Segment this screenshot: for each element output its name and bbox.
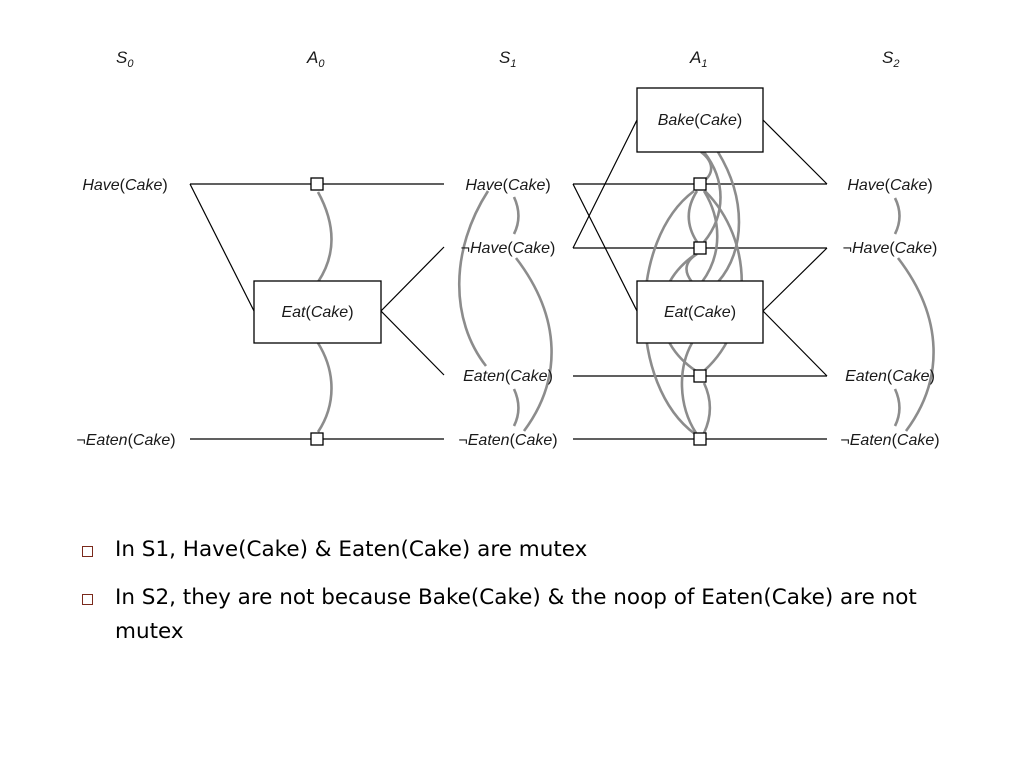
literal-s0-have-cake: Have(Cake) <box>82 177 167 194</box>
level-subscript: 1 <box>510 58 516 70</box>
mutex-bake-noop-not-have <box>702 151 722 243</box>
action-label: Eat(Cake) <box>664 304 736 321</box>
action-eat-a0: Eat(Cake) <box>253 280 382 344</box>
noop-square <box>310 177 324 191</box>
level-s2-header: S2 <box>882 48 899 70</box>
noop-square <box>693 369 707 383</box>
level-s1-header: S1 <box>499 48 516 70</box>
noop-square <box>693 432 707 446</box>
mutex-noop-have-eat-a0 <box>316 191 333 283</box>
literal-s2-not-have-cake: ¬Have(Cake) <box>843 240 938 257</box>
level-letter: S <box>116 48 128 67</box>
edge-bake-to-have <box>762 119 828 185</box>
noop-markers <box>310 177 707 446</box>
action-bake-a1: Bake(Cake) <box>636 87 764 153</box>
action-box <box>636 87 764 153</box>
noop-square <box>310 432 324 446</box>
level-subscript: 1 <box>701 58 707 70</box>
level-a1-header: A1 <box>689 48 707 70</box>
noop-square <box>693 241 707 255</box>
mutex-s2-have-not-have <box>893 197 901 235</box>
level-letter: A <box>689 48 701 67</box>
level-letter: S <box>499 48 511 67</box>
bullet-item: In S2, they are not because Bake(Cake) &… <box>80 581 960 649</box>
graph-edges <box>189 119 828 440</box>
literal-s1-not-eaten-cake: ¬Eaten(Cake) <box>458 432 557 449</box>
bullet-item: In S1, Have(Cake) & Eaten(Cake) are mute… <box>80 533 960 567</box>
mutex-noop-not-eaten-eat-a0 <box>316 342 333 433</box>
square-bullet-icon <box>82 594 93 605</box>
noop-square <box>693 177 707 191</box>
edge-eat-a1-to-eaten <box>762 310 828 377</box>
mutex-s1-not-have-not-eaten <box>514 257 553 432</box>
edge-eat-a0-to-eaten <box>380 310 445 376</box>
literal-s0-not-eaten-cake: ¬Eaten(Cake) <box>76 432 175 449</box>
level-a0-header: A0 <box>306 48 325 70</box>
mutex-eat-noop-not-eaten <box>680 342 698 434</box>
mutex-s1-have-eaten <box>458 190 490 367</box>
literal-s1-have-cake: Have(Cake) <box>465 177 550 194</box>
mutex-noop-eaten-noop-not-eaten <box>702 382 712 434</box>
level-s0-header: S0 <box>116 48 134 70</box>
level-subscript: 2 <box>892 58 899 70</box>
mutex-s1-have-not-have <box>512 196 520 235</box>
level-subscript: 0 <box>318 58 325 70</box>
mutex-noop-have-noop-not-have <box>687 190 699 243</box>
literal-s2-not-eaten-cake: ¬Eaten(Cake) <box>840 432 939 449</box>
literal-s1-not-have-cake: ¬Have(Cake) <box>461 240 556 257</box>
edge-have-to-eat-a1 <box>572 183 638 312</box>
mutex-links <box>316 150 935 436</box>
planning-graph-diagram: S0 A0 S1 A1 S2 <box>76 48 939 449</box>
action-label: Eat(Cake) <box>281 304 353 321</box>
level-letter: S <box>882 48 894 67</box>
action-box <box>636 280 764 344</box>
edge-not-have-to-bake <box>572 119 638 249</box>
level-subscript: 0 <box>127 58 134 70</box>
level-letter: A <box>306 48 318 67</box>
bullet-text: In S1, Have(Cake) & Eaten(Cake) are mute… <box>115 537 588 562</box>
mutex-s2-not-have-not-eaten <box>896 257 935 432</box>
action-label: Bake(Cake) <box>658 112 742 129</box>
literal-s2-eaten-cake: Eaten(Cake) <box>845 368 935 385</box>
mutex-s1-eaten-not-eaten <box>512 388 520 427</box>
edge-eat-a0-to-not-have <box>380 246 445 312</box>
edge-have-to-eat-a0 <box>189 183 255 312</box>
action-eat-a1: Eat(Cake) <box>636 280 764 344</box>
mutex-bake-eat-a1 <box>716 151 741 283</box>
bullet-list: In S1, Have(Cake) & Eaten(Cake) are mute… <box>80 533 960 663</box>
square-bullet-icon <box>82 546 93 557</box>
literal-s2-have-cake: Have(Cake) <box>847 177 932 194</box>
bullet-text: In S2, they are not because Bake(Cake) &… <box>115 585 917 644</box>
mutex-noop-have-eat-a1 <box>700 190 719 283</box>
edge-eat-a1-to-not-have <box>762 247 828 312</box>
mutex-s2-eaten-not-eaten <box>893 388 901 427</box>
action-box <box>253 280 382 344</box>
literal-s1-eaten-cake: Eaten(Cake) <box>463 368 553 385</box>
